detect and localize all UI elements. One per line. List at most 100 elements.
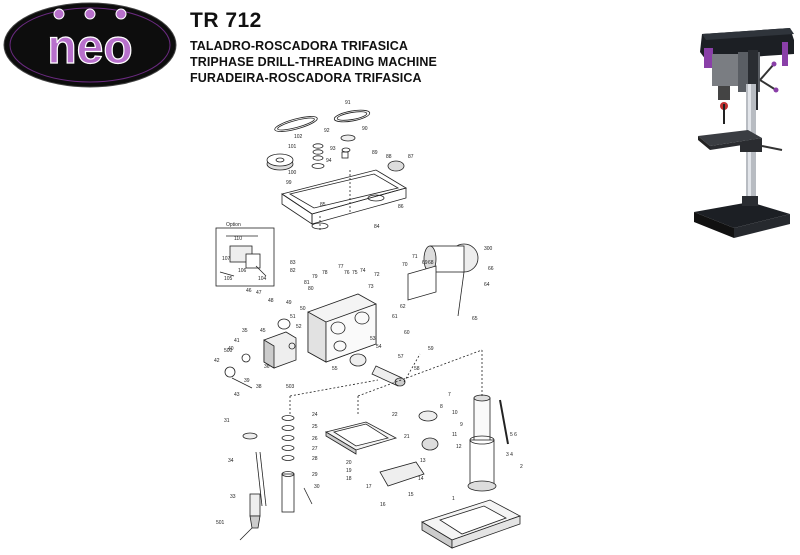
part-label: 9 (460, 422, 463, 428)
part-label: 36 (264, 364, 270, 370)
part-label: 91 (345, 100, 351, 106)
option-box-label: Option (226, 222, 241, 228)
part-label: 74 (360, 268, 366, 274)
part-label: 61 (392, 314, 398, 320)
part-label: 57 (398, 354, 404, 360)
part-label: 80 (308, 286, 314, 292)
part-label: 8 (440, 404, 443, 410)
part-label: 53 (370, 336, 376, 342)
part-label: 16 (380, 502, 386, 508)
part-label: 59 (428, 346, 434, 352)
part-label: 76 (344, 270, 350, 276)
part-label: 45 (260, 328, 266, 334)
part-label: 102 (294, 134, 303, 140)
part-label: 42 (214, 358, 220, 364)
part-label: 106 (238, 268, 247, 274)
part-label: 92 (324, 128, 330, 134)
part-label: 50 (300, 306, 306, 312)
part-label: 46 (246, 288, 252, 294)
part-label: 22 (392, 412, 398, 418)
part-label: 38 (256, 384, 262, 390)
part-label: 65 (472, 316, 478, 322)
part-label: 68 (428, 260, 434, 266)
part-label: 64 (484, 282, 490, 288)
part-label: 14 (418, 476, 424, 482)
belt (274, 116, 318, 132)
part-label: 66 (488, 266, 494, 272)
part-label: 77 (338, 264, 344, 270)
part-label: 24 (312, 412, 318, 418)
part-label: 33 (230, 494, 236, 500)
part-label: 26 (312, 436, 318, 442)
part-label: 85 (320, 202, 326, 208)
part-label: 104 (258, 276, 267, 282)
part-label: 107 (222, 256, 231, 262)
exploded-parts-diagram: Option 91 90 92 93 94 89 88 87 86 84 85 … (214, 100, 523, 549)
part-label: 72 (374, 272, 380, 278)
part-label: 55 (332, 366, 338, 372)
part-label: 39 (244, 378, 250, 384)
part-label: 1 (452, 496, 455, 502)
part-label: 88 (386, 154, 392, 160)
part-label: 70 (402, 262, 408, 268)
part-label: 90 (362, 126, 368, 132)
part-label: 82 (290, 268, 296, 274)
part-label: 11 (452, 432, 457, 438)
part-label: 54 (376, 344, 382, 350)
part-label: 28 (312, 456, 318, 462)
part-label: 20 (346, 460, 352, 466)
part-label: 87 (408, 154, 414, 160)
part-label: 12 (456, 444, 462, 450)
part-label: 81 (304, 280, 310, 286)
part-label: 503 (286, 384, 295, 390)
part-label: 7 (448, 392, 451, 398)
part-label: 3 4 (506, 452, 513, 458)
part-label: 100 (288, 170, 297, 176)
part-label: 5 6 (510, 432, 517, 438)
part-label: 99 (286, 180, 292, 186)
part-label: 89 (372, 150, 378, 156)
part-label: 19 (346, 468, 352, 474)
part-label: 15 (408, 492, 414, 498)
part-label: 101 (288, 144, 297, 150)
part-label: 30 (314, 484, 320, 490)
part-label: 60 (404, 330, 410, 336)
subtitle-spanish: TALADRO-ROSCADORA TRIFASICA (190, 39, 408, 53)
part-label: 79 (312, 274, 318, 280)
part-label: 110 (234, 236, 242, 242)
part-label: 69 (422, 260, 428, 266)
part-label: 78 (322, 270, 328, 276)
subtitle-portuguese: FURADEIRA-ROSCADORA TRIFASICA (190, 71, 422, 85)
part-label: 49 (286, 300, 292, 306)
part-label: 86 (398, 204, 404, 210)
part-number-labels: 91 90 92 93 94 89 88 87 86 84 85 102 101… (214, 100, 523, 526)
part-label: 62 (400, 304, 406, 310)
part-label: 41 (234, 338, 240, 344)
part-label: 52 (296, 324, 302, 330)
part-label: 27 (312, 446, 318, 452)
part-label: 500 (224, 348, 233, 354)
part-label: 58 (414, 366, 420, 372)
part-label: 31 (224, 418, 230, 424)
subtitle-english: TRIPHASE DRILL-THREADING MACHINE (190, 55, 437, 69)
logo-wordmark: neo (47, 21, 132, 74)
part-label: 73 (368, 284, 374, 290)
part-label: 34 (228, 458, 234, 464)
part-label: 48 (268, 298, 274, 304)
part-label: 105 (224, 276, 233, 282)
neo-logo: neo (3, 2, 177, 88)
part-label: 40 (228, 346, 234, 352)
model-title: TR 712 (190, 9, 262, 32)
part-label: 17 (366, 484, 372, 490)
part-label: 21 (404, 434, 410, 440)
part-label: 71 (412, 254, 418, 260)
part-label: 43 (234, 392, 240, 398)
part-label: 2 (520, 464, 523, 470)
part-label: 84 (374, 224, 380, 230)
part-label: 501 (216, 520, 225, 526)
part-label: 35 (242, 328, 248, 334)
part-label: 13 (420, 458, 426, 464)
part-label: 10 (452, 410, 458, 416)
part-label: 75 (352, 270, 358, 276)
part-label: 93 (330, 146, 336, 152)
